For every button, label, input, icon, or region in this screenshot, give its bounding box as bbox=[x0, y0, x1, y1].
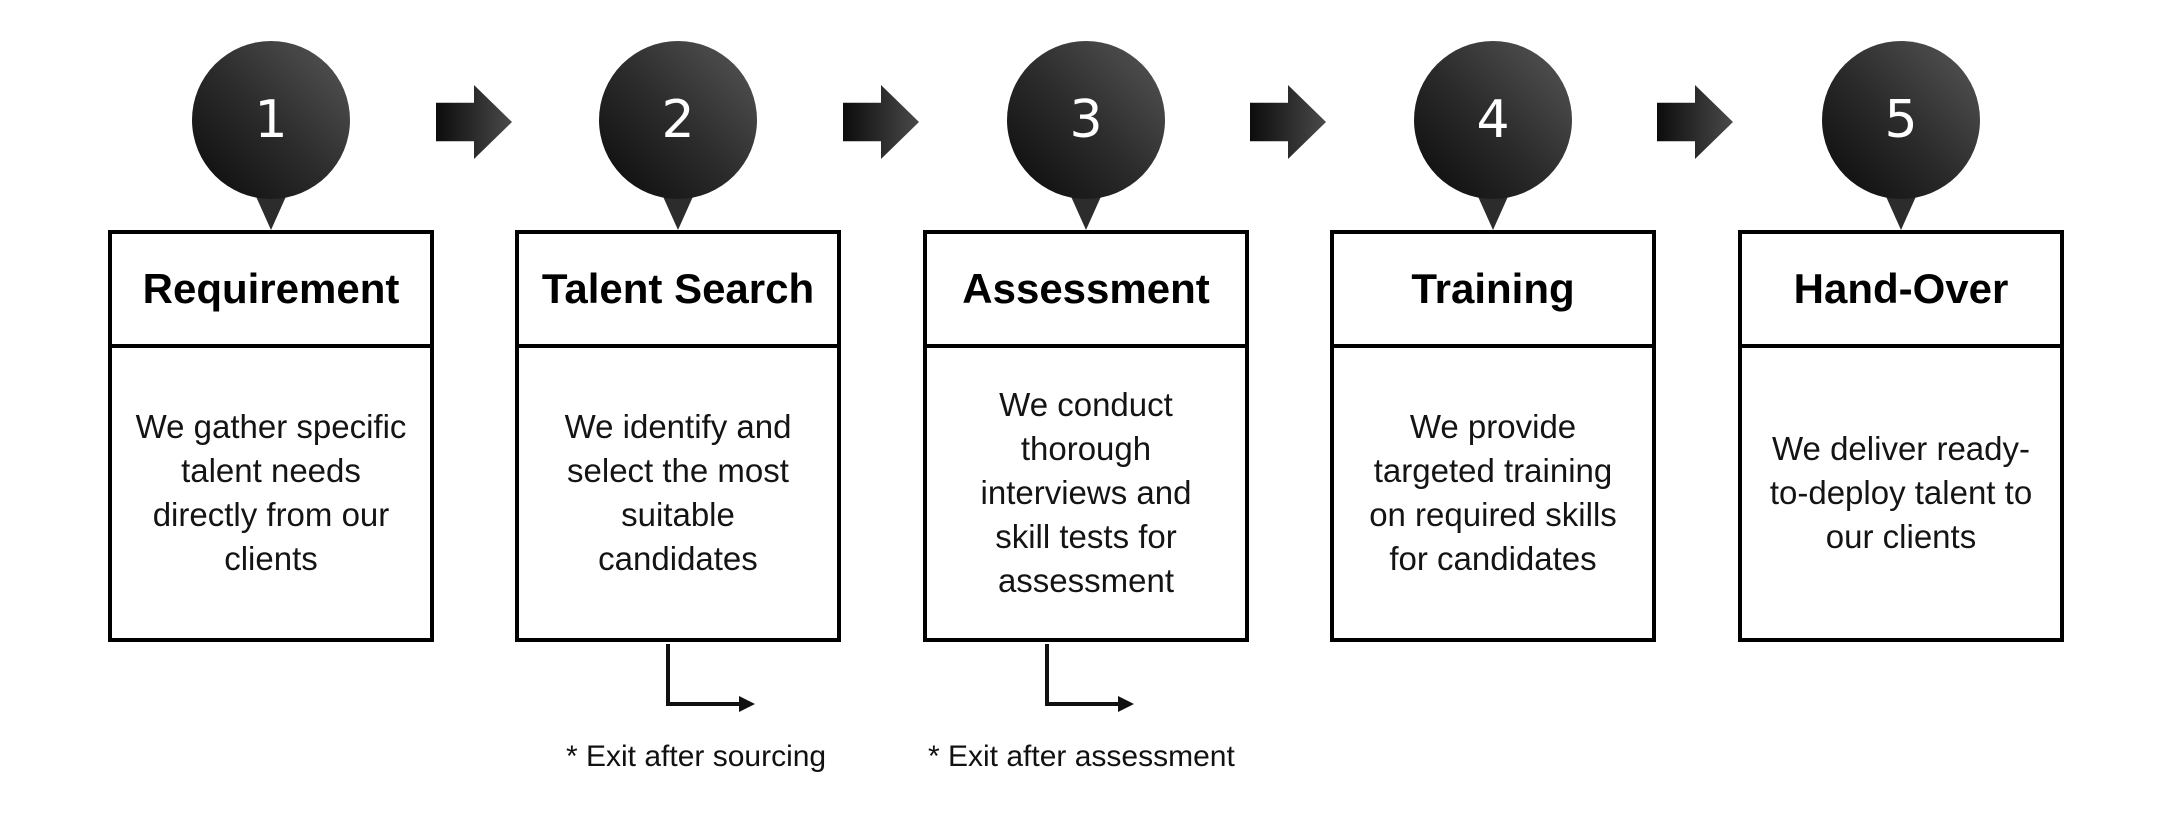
exit-note-sourcing: * Exit after sourcing bbox=[566, 740, 827, 773]
step-2-description: We identify and select the most suitable… bbox=[564, 408, 792, 577]
step-3-number: 3 bbox=[1069, 90, 1103, 150]
exit-after-assessment-arrow-icon bbox=[1044, 644, 1140, 714]
step-3-number-pin-icon: 3 bbox=[1007, 41, 1165, 199]
process-step-3: 3 Assessment We conduct thorough intervi… bbox=[923, 0, 1249, 820]
step-4-number-pin-icon: 4 bbox=[1414, 41, 1572, 199]
step-3-title: Assessment bbox=[927, 234, 1245, 348]
exit-note-assessment: * Exit after assessment bbox=[928, 740, 1235, 773]
flow-arrow-icon bbox=[843, 85, 919, 159]
flow-arrow-icon bbox=[1657, 85, 1733, 159]
step-5-title: Hand-Over bbox=[1742, 234, 2060, 348]
step-3-card: Assessment We conduct thorough interview… bbox=[923, 230, 1249, 642]
step-1-card: Requirement We gather specific talent ne… bbox=[108, 230, 434, 642]
step-5-card: Hand-Over We deliver ready- to-deploy ta… bbox=[1738, 230, 2064, 642]
process-step-1: 1 Requirement We gather specific talent … bbox=[108, 0, 434, 820]
step-4-title: Training bbox=[1334, 234, 1652, 348]
step-1-description: We gather specific talent needs directly… bbox=[135, 408, 407, 577]
step-4-description: We provide targeted training on required… bbox=[1369, 408, 1617, 577]
flow-arrow-icon bbox=[436, 85, 512, 159]
step-1-title: Requirement bbox=[112, 234, 430, 348]
process-step-4: 4 Training We provide targeted training … bbox=[1330, 0, 1656, 820]
step-3-description: We conduct thorough interviews and skill… bbox=[980, 386, 1192, 599]
step-2-number-pin-icon: 2 bbox=[599, 41, 757, 199]
step-5-number: 5 bbox=[1884, 90, 1918, 150]
step-1-number-pin-icon: 1 bbox=[192, 41, 350, 199]
step-1-number: 1 bbox=[254, 90, 288, 150]
step-5-description: We deliver ready- to-deploy talent to ou… bbox=[1769, 430, 2033, 555]
step-2-number: 2 bbox=[661, 90, 695, 150]
step-5-number-pin-icon: 5 bbox=[1822, 41, 1980, 199]
exit-after-sourcing-arrow-icon bbox=[665, 644, 761, 714]
process-step-5: 5 Hand-Over We deliver ready- to-deploy … bbox=[1738, 0, 2064, 820]
step-2-card: Talent Search We identify and select the… bbox=[515, 230, 841, 642]
process-step-2: 2 Talent Search We identify and select t… bbox=[515, 0, 841, 820]
step-4-card: Training We provide targeted training on… bbox=[1330, 230, 1656, 642]
step-4-number: 4 bbox=[1476, 90, 1510, 150]
flow-arrow-icon bbox=[1250, 85, 1326, 159]
step-2-title: Talent Search bbox=[519, 234, 837, 348]
